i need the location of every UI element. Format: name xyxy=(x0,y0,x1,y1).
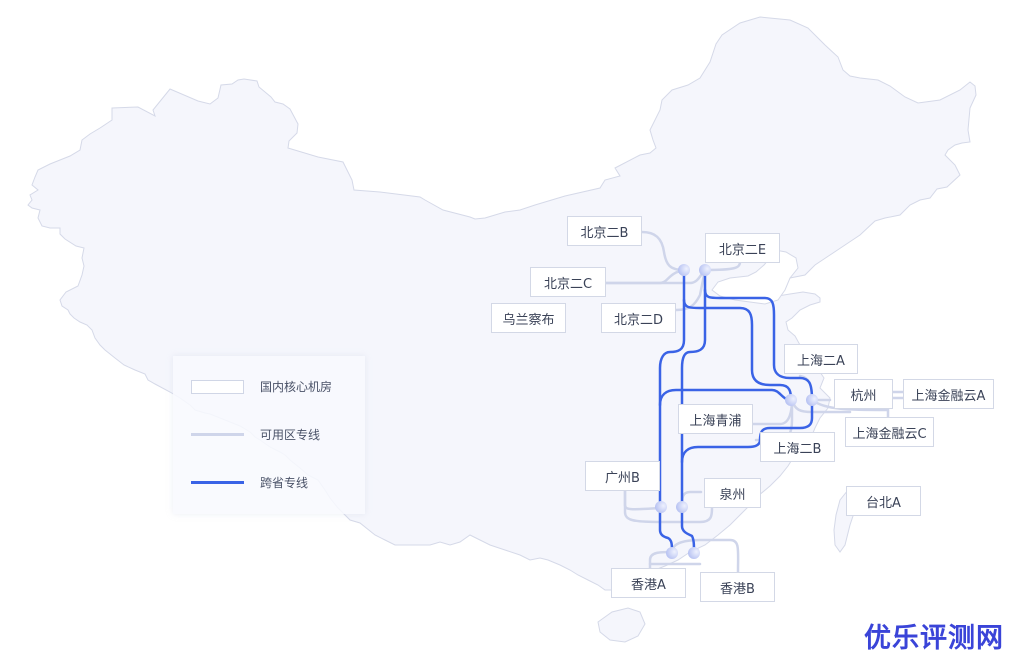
legend-label: 国内核心机房 xyxy=(260,380,333,394)
legend-label: 可用区专线 xyxy=(260,428,321,442)
node-hz[interactable]: 杭州 xyxy=(834,379,893,409)
legend-item-az-line: 可用区专线 xyxy=(191,426,320,443)
node-bj2c[interactable]: 北京二C xyxy=(530,267,606,297)
hub-dot-shanghai-1[interactable] xyxy=(785,394,797,406)
cross-line-bj2-gz2 xyxy=(680,288,707,510)
hub-dot-hongkong-2[interactable] xyxy=(688,547,700,559)
node-bj2d[interactable]: 北京二D xyxy=(601,303,676,333)
node-hka[interactable]: 香港A xyxy=(611,568,686,598)
az-line-bj2e xyxy=(703,260,742,272)
node-shjra[interactable]: 上海金融云A xyxy=(903,379,994,409)
node-bj2e[interactable]: 北京二E xyxy=(705,233,780,263)
cross-line-bj2-sh2 xyxy=(703,268,814,402)
node-gzb[interactable]: 广州B xyxy=(585,461,660,491)
node-sh2b[interactable]: 上海二B xyxy=(760,432,835,462)
cross-line-gz1-hk1 xyxy=(658,506,674,554)
cross-line-sh1-gz1 xyxy=(658,388,793,407)
node-wlcb[interactable]: 乌兰察布 xyxy=(491,303,566,333)
node-hkb[interactable]: 香港B xyxy=(700,572,775,602)
node-shqp[interactable]: 上海青浦 xyxy=(678,404,753,434)
hub-dot-guangzhou-2[interactable] xyxy=(676,501,688,513)
hainan-island xyxy=(597,607,646,643)
node-tba[interactable]: 台北A xyxy=(846,486,921,516)
legend: 国内核心机房 可用区专线 跨省专线 xyxy=(173,356,365,514)
cross-line-gz2-hk2 xyxy=(680,506,696,554)
node-sh2a[interactable]: 上海二A xyxy=(784,344,858,374)
legend-label: 跨省专线 xyxy=(260,476,309,490)
legend-item-cross-line: 跨省专线 xyxy=(191,474,308,491)
hub-dots xyxy=(655,264,818,559)
legend-az-line-swatch xyxy=(191,433,244,436)
hub-dot-beijing-1[interactable] xyxy=(678,264,690,276)
watermark: 优乐评测网 xyxy=(864,623,1004,654)
az-line-bj2d xyxy=(674,268,707,312)
cross-province-lines xyxy=(658,268,814,554)
legend-box-swatch xyxy=(191,379,244,394)
hub-dot-beijing-2[interactable] xyxy=(699,264,711,276)
legend-item-core-idc: 国内核心机房 xyxy=(191,378,332,395)
hub-dot-guangzhou-1[interactable] xyxy=(655,501,667,513)
bohai-coast xyxy=(711,249,799,305)
legend-cross-line-swatch xyxy=(191,481,244,484)
az-line-hk-3 xyxy=(670,538,740,574)
node-bj2b[interactable]: 北京二B xyxy=(567,216,642,246)
hub-dot-shanghai-2[interactable] xyxy=(806,394,818,406)
cross-line-bj1-sh1 xyxy=(682,268,793,402)
az-line-bj2b xyxy=(640,230,686,272)
hub-dot-hongkong-1[interactable] xyxy=(666,547,678,559)
node-qz[interactable]: 泉州 xyxy=(704,478,761,508)
cross-line-bj1-gz1 xyxy=(658,298,686,510)
node-shjrc[interactable]: 上海金融云C xyxy=(845,417,934,447)
